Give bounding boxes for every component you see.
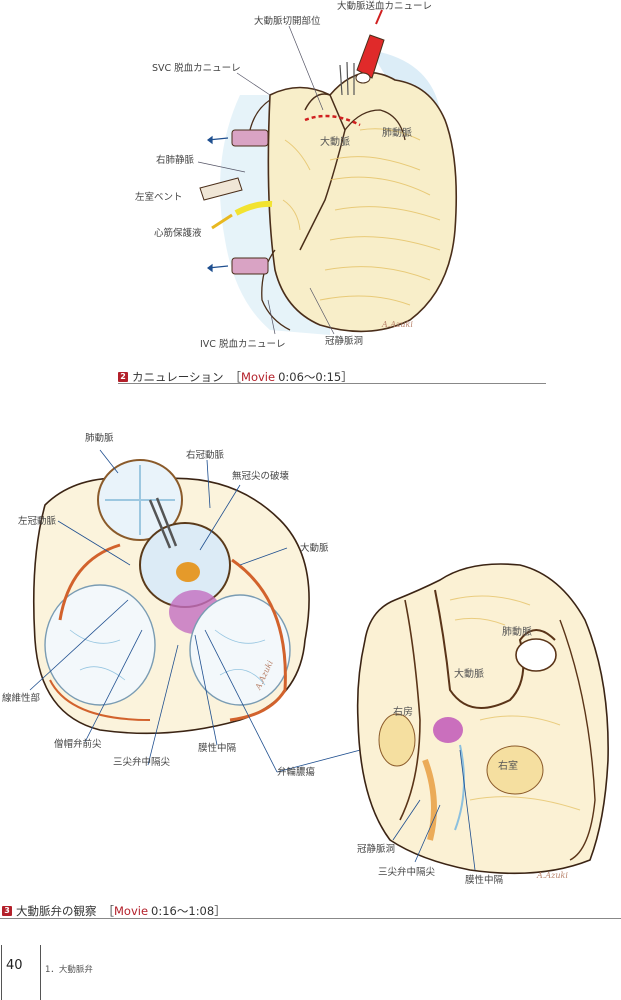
label-cardioplegia: 心筋保護液: [154, 228, 202, 239]
running-head: 1．大動脈弁: [45, 965, 93, 975]
label-coronary-sinus-right: 冠静脈洞: [357, 844, 396, 855]
label-membranous-septum-right: 膜性中隔: [465, 875, 504, 886]
figure2-caption: 2 カニュレーション ［ Movie 0:06〜0:15 ］: [118, 369, 353, 385]
caption-rule: [0, 918, 621, 919]
label-tricuspid-septal-right: 三尖弁中隔尖: [378, 867, 436, 878]
movie-timecode: 0:16〜1:08: [151, 904, 215, 918]
footer-divider: [40, 945, 41, 1000]
footer-left-rule: [1, 945, 2, 1000]
movie-link[interactable]: Movie: [114, 904, 149, 918]
figure-number-badge: 3: [2, 906, 12, 916]
label-membranous-septum-left: 膜性中隔: [198, 743, 237, 754]
svg-text:A.Azuki: A.Azuki: [536, 871, 568, 880]
label-left-coronary: 左冠動脈: [18, 516, 57, 527]
label-mitral-anterior-leaflet: 僧帽弁前尖: [54, 739, 102, 750]
caption-rule: [118, 383, 546, 384]
label-pulmonary-artery-left: 肺動脈: [85, 433, 114, 444]
caption-title: カニュレーション: [132, 370, 224, 384]
label-right-pulmonary-vein: 右肺静脈: [156, 155, 195, 166]
label-coronary-sinus-fig2: 冠静脈洞: [325, 336, 364, 347]
heart-cannulation-illustration: A.Azuki: [197, 9, 458, 335]
page-number: 40: [6, 958, 23, 973]
label-fibrous-part: 線維性部: [2, 693, 41, 704]
label-aorta-right: 大動脈: [454, 669, 484, 680]
label-pulmonary-artery-right: 肺動脈: [502, 627, 532, 638]
label-right-coronary: 右冠動脈: [186, 450, 225, 461]
label-ivc-cannula: IVC 脱血カニューレ: [200, 339, 286, 350]
label-svc-cannula: SVC 脱血カニューレ: [152, 63, 241, 74]
caption-title: 大動脈弁の観察: [16, 904, 97, 918]
label-ncc-destruction: 無冠尖の破壊: [232, 471, 290, 482]
movie-timecode: 0:06〜0:15: [278, 370, 342, 384]
movie-link[interactable]: Movie: [241, 370, 276, 384]
label-right-ventricle: 右室: [498, 761, 518, 772]
label-lv-vent: 左室ベント: [135, 192, 183, 203]
aortic-valve-illustration: A.Azuki A.Azuki: [29, 449, 609, 880]
label-right-atrium: 右房: [393, 707, 413, 718]
label-aortic-perfusion-cannula: 大動脈送血カニューレ: [337, 1, 433, 12]
label-aorta-fig2: 大動脈: [320, 137, 350, 148]
figure3-caption: 3 大動脈弁の観察 ［ Movie 0:16〜1:08 ］: [2, 903, 226, 919]
label-aortotomy-site: 大動脈切開部位: [254, 16, 321, 27]
label-tricuspid-septal-left: 三尖弁中隔尖: [113, 757, 171, 768]
figure-number-badge: 2: [118, 372, 128, 382]
label-aorta-left: 大動脈: [300, 543, 329, 554]
label-pulmonary-artery-fig2: 肺動脈: [382, 128, 412, 139]
label-annular-abscess: 弁輪膿瘍: [277, 767, 316, 778]
svg-text:A.Azuki: A.Azuki: [381, 320, 413, 329]
